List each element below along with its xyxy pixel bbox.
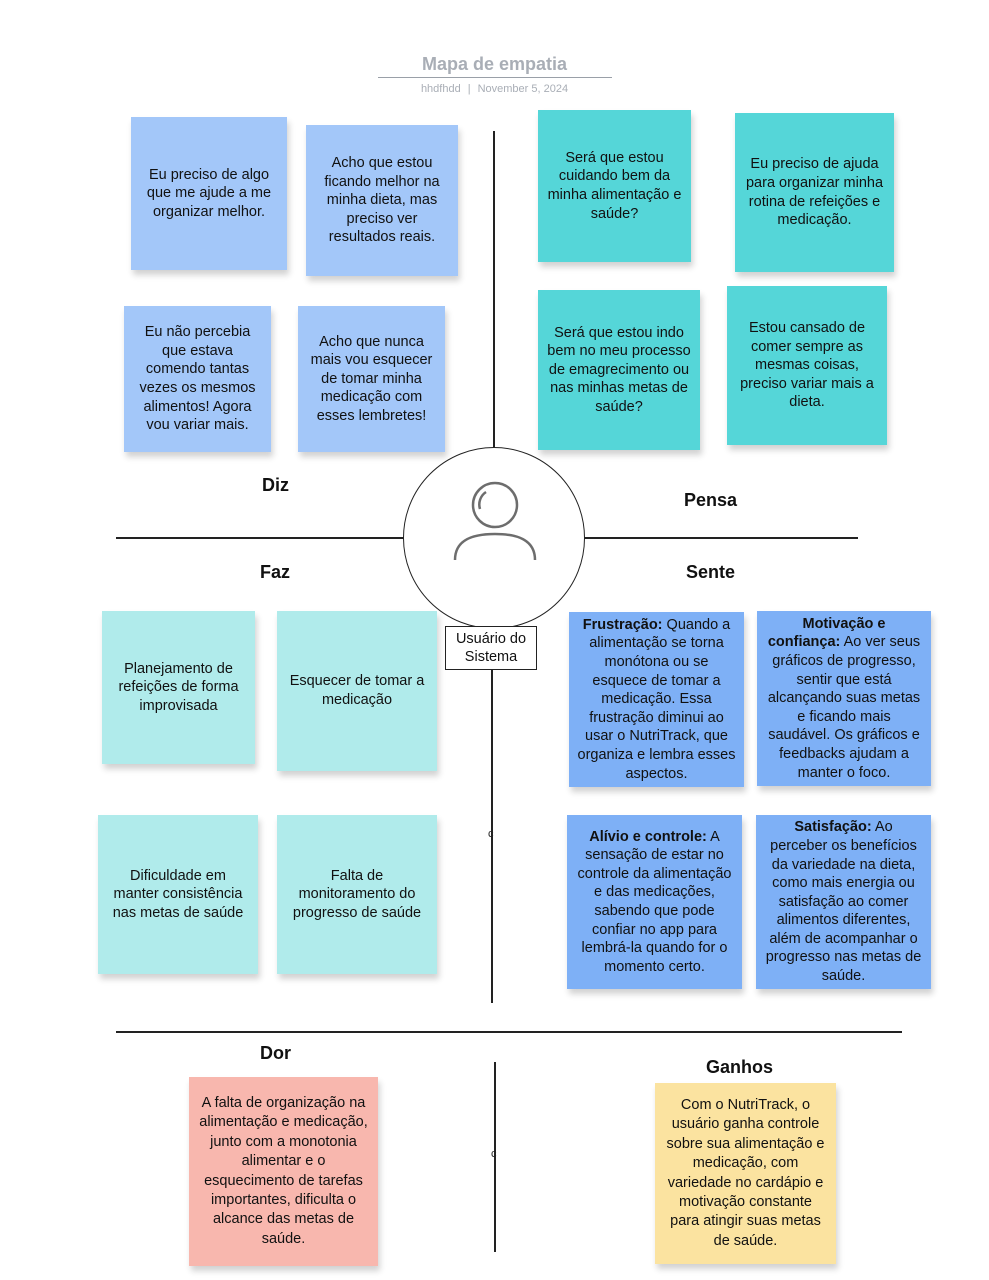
diz-note: Eu preciso de algo que me ajude a me org…: [131, 117, 287, 270]
faz-note: Falta de monitoramento do progresso de s…: [277, 815, 437, 974]
sente-note: Satisfação: Ao perceber os benefícios da…: [756, 815, 931, 989]
label-dor: Dor: [260, 1043, 291, 1063]
faz-note: Dificuldade em manter consistência nas m…: [98, 815, 258, 974]
bottom-marker: c: [491, 1148, 497, 1160]
faz-note: Planejamento de refeições de forma impro…: [102, 611, 255, 764]
note-text: Esquecer de tomar a medicação: [289, 673, 425, 708]
note-text: Acho que estou ficando melhor na minha d…: [324, 155, 440, 246]
right-horizontal-divider: [583, 537, 858, 539]
note-text: Com o NutriTrack, o usuário ganha contro…: [666, 1096, 825, 1249]
faz-note: Esquecer de tomar a medicação: [277, 611, 437, 771]
note-text: Eu não percebia que estava comendo tanta…: [139, 324, 256, 434]
separator: |: [467, 83, 471, 95]
note-title: Motivação e confiança:: [767, 615, 886, 651]
note-body: Ao ver seus gráficos de progresso, senti…: [767, 634, 921, 781]
note-title: Satisfação:: [794, 819, 872, 836]
note-text: A falta de organização na alimentação e …: [199, 1094, 368, 1247]
note-title: Frustração:: [582, 616, 663, 633]
note-title: Alívio e controle:: [589, 828, 707, 845]
pensa-note: Será que estou indo bem no meu processo …: [538, 290, 700, 450]
note-body: Quando a alimentação se torna monótona o…: [577, 616, 736, 782]
note-text: Motivação e confiança: Ao ver seus gráfi…: [765, 615, 923, 782]
user-label: Usuário do Sistema: [455, 631, 527, 665]
user-label-box: Usuário do Sistema: [445, 626, 537, 670]
date: November 5, 2024: [477, 83, 569, 95]
sente-note: Alívio e controle: A sensação de estar n…: [567, 815, 742, 989]
bottom-horizontal-divider: [116, 1031, 902, 1033]
note-text: Falta de monitoramento do progresso de s…: [292, 867, 422, 921]
note-text: Acho que nunca mais vou esquecer de toma…: [310, 333, 433, 424]
title-underline: [378, 77, 612, 78]
label-pensa: Pensa: [684, 490, 738, 510]
note-text: Estou cansado de comer sempre as mesmas …: [740, 320, 874, 411]
bottom-vertical-divider: [494, 1062, 496, 1252]
note-text: Será que estou cuidando bem da minha ali…: [547, 149, 682, 222]
note-text: Eu preciso de algo que me ajude a me org…: [146, 166, 272, 220]
middle-marker: c: [488, 828, 494, 840]
note-text: Frustração: Quando a alimentação se torn…: [577, 616, 736, 783]
note-text: Satisfação: Ao perceber os benefícios da…: [764, 818, 923, 985]
label-sente: Sente: [686, 562, 736, 582]
top-vertical-divider: [493, 131, 495, 447]
label-ganhos: Ganhos: [706, 1057, 774, 1077]
diz-note: Acho que nunca mais vou esquecer de toma…: [298, 306, 445, 452]
note-text: Dificuldade em manter consistência nas m…: [112, 867, 244, 921]
pensa-note: Eu preciso de ajuda para organizar minha…: [735, 113, 894, 272]
dor-note: A falta de organização na alimentação e …: [189, 1077, 378, 1266]
label-faz: Faz: [260, 562, 291, 582]
pensa-note: Será que estou cuidando bem da minha ali…: [538, 110, 691, 262]
author: hhdfhdd: [420, 83, 461, 95]
note-text: Eu preciso de ajuda para organizar minha…: [745, 156, 884, 229]
label-diz: Diz: [262, 475, 289, 495]
diz-note: Acho que estou ficando melhor na minha d…: [306, 125, 458, 276]
sente-note: Motivação e confiança: Ao ver seus gráfi…: [757, 611, 931, 786]
ganhos-note: Com o NutriTrack, o usuário ganha contro…: [655, 1083, 836, 1264]
user-icon: [453, 481, 537, 561]
middle-vertical-divider: [491, 670, 493, 1003]
note-text: Será que estou indo bem no meu processo …: [547, 324, 691, 415]
note-body: Ao perceber os benefícios da variedade n…: [765, 819, 922, 985]
left-horizontal-divider: [116, 537, 404, 539]
note-text: Alívio e controle: A sensação de estar n…: [575, 828, 734, 977]
page-subtitle: hhdfhdd | November 5, 2024: [0, 83, 989, 95]
note-body: A sensação de estar no controle da alime…: [577, 828, 732, 975]
note-text: Planejamento de refeições de forma impro…: [118, 660, 239, 714]
pensa-note: Estou cansado de comer sempre as mesmas …: [727, 286, 887, 445]
page-title: Mapa de empatia: [421, 54, 568, 74]
sente-note: Frustração: Quando a alimentação se torn…: [569, 612, 744, 787]
diz-note: Eu não percebia que estava comendo tanta…: [124, 306, 271, 452]
